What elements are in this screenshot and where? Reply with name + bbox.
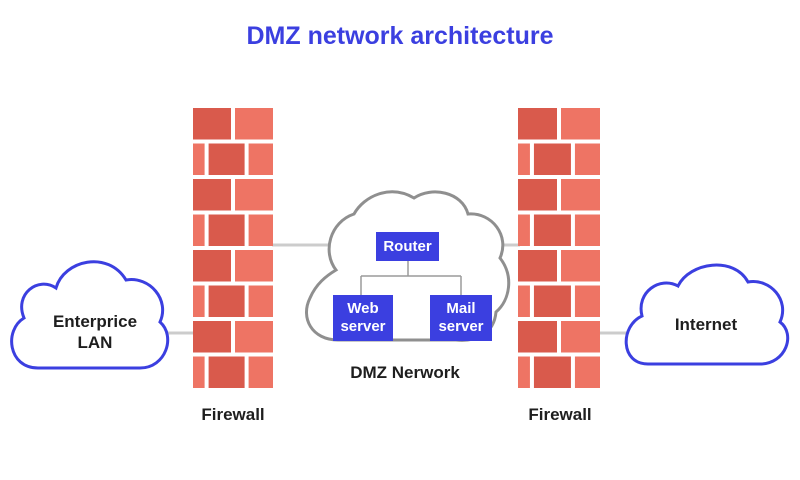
brick (518, 321, 557, 353)
brick (533, 214, 571, 246)
enterprise-lan-cloud-icon (10, 260, 170, 370)
brick (574, 285, 600, 317)
brick (574, 356, 600, 388)
brick (208, 285, 245, 317)
brick (574, 143, 600, 175)
internet-label: Internet (674, 315, 738, 334)
brick (193, 214, 205, 246)
brick (518, 108, 557, 140)
brick (235, 108, 273, 140)
brick (561, 108, 600, 140)
brick (193, 356, 205, 388)
brick (208, 214, 245, 246)
brick (533, 285, 571, 317)
brick (561, 250, 600, 282)
diagram-title: DMZ network architecture (246, 22, 554, 50)
brick (518, 285, 530, 317)
firewall-left (193, 108, 273, 388)
mail-server-box (430, 295, 492, 341)
brick (518, 356, 530, 388)
brick (561, 179, 600, 211)
web-server-label: Web server (340, 300, 386, 335)
brick (561, 321, 600, 353)
mail-server-label: Mail server (438, 300, 484, 335)
router-server-links (360, 261, 462, 295)
brick (208, 143, 245, 175)
firewall-right (518, 108, 600, 388)
brick (533, 143, 571, 175)
brick (193, 179, 231, 211)
brick (193, 285, 205, 317)
brick (193, 108, 231, 140)
brick (248, 143, 273, 175)
brick (235, 179, 273, 211)
firewall-left-label: Firewall (201, 405, 265, 424)
brick (248, 285, 273, 317)
brick (248, 214, 273, 246)
router-box (376, 232, 439, 261)
brick (533, 356, 571, 388)
router-label: Router (383, 238, 432, 255)
dmz-network-label: DMZ Nerwork (350, 363, 460, 382)
brick (193, 143, 205, 175)
brick (208, 356, 245, 388)
brick (518, 179, 557, 211)
web-server-box (333, 295, 393, 341)
firewall-right-label: Firewall (528, 405, 592, 424)
brick (235, 321, 273, 353)
brick (574, 214, 600, 246)
brick (193, 321, 231, 353)
brick (518, 250, 557, 282)
enterprise-lan-label: Enterprice LAN (52, 312, 138, 352)
brick (193, 250, 231, 282)
internet-cloud-icon (624, 263, 790, 366)
brick (248, 356, 273, 388)
brick (518, 143, 530, 175)
brick (518, 214, 530, 246)
brick (235, 250, 273, 282)
